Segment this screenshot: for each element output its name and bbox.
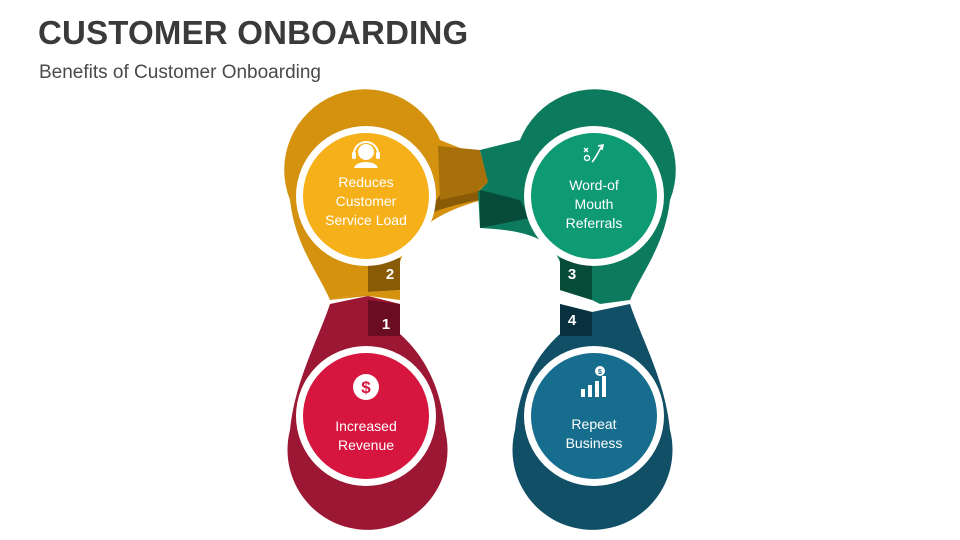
- segment-2-connector: [330, 290, 400, 300]
- step-4-label: Repeat Business: [539, 415, 649, 453]
- step-4-circle: [524, 346, 664, 486]
- step-1-line-2: Revenue: [337, 437, 395, 453]
- page-subtitle: Benefits of Customer Onboarding: [39, 62, 321, 83]
- step-3-label: Word-of Mouth Referrals: [539, 176, 649, 233]
- growth-chart-icon: $: [581, 366, 606, 397]
- segment-3-connector: [592, 300, 630, 304]
- step-2-number: 2: [385, 266, 395, 283]
- step-3-number: 3: [567, 266, 577, 283]
- step-1-label: Increased Revenue: [311, 417, 421, 455]
- segment-4-shadow: [560, 304, 592, 336]
- svg-text:$: $: [361, 378, 371, 397]
- step-2-line-3: Service Load: [325, 212, 407, 228]
- segment-2-shadow: [368, 190, 490, 292]
- step-2-line-1: Reduces: [338, 174, 394, 190]
- step-4-line-2: Business: [565, 435, 623, 451]
- step-1-circle: [296, 346, 436, 486]
- page-title: CUSTOMER ONBOARDING: [38, 14, 469, 51]
- step-3-line-1: Word-of: [569, 177, 619, 193]
- svg-text:$: $: [598, 369, 602, 376]
- segment-3-shadow: [480, 190, 592, 300]
- segment-1-shadow: [368, 300, 400, 336]
- step-4-number: 4: [567, 312, 577, 329]
- step-1-line-1: Increased: [335, 418, 397, 434]
- step-2-label: Reduces Customer Service Load: [311, 173, 421, 230]
- step-2-line-2: Customer: [335, 193, 397, 209]
- strategy-arrow-icon: [583, 143, 605, 163]
- step-2-circle: [296, 126, 436, 266]
- step-4-line-1: Repeat: [571, 416, 617, 432]
- step-3-line-2: Mouth: [574, 196, 614, 212]
- step-3-circle: [524, 126, 664, 266]
- segment-2-bridge: [438, 146, 488, 200]
- step-3-line-3: Referrals: [565, 215, 623, 231]
- dollar-icon: $: [353, 374, 379, 400]
- support-agent-icon: [352, 141, 380, 168]
- step-1-number: 1: [381, 316, 391, 333]
